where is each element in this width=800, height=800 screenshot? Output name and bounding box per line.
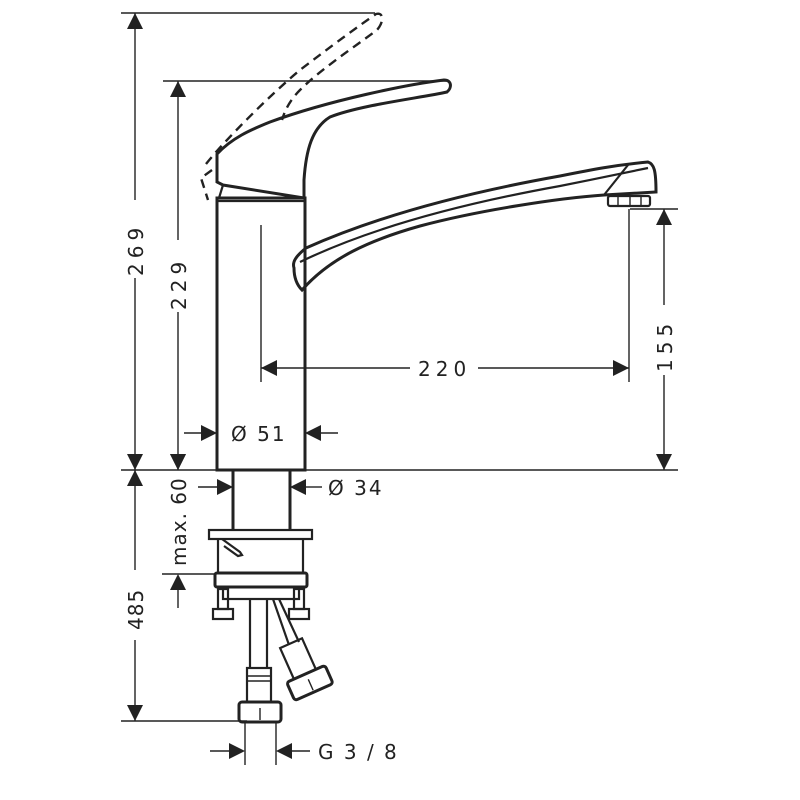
dim-diameter-51 (184, 425, 338, 441)
lever-handle (215, 78, 452, 200)
label-thread-g38: G 3 / 8 (318, 740, 399, 764)
label-220: 220 (418, 357, 471, 381)
label-485: 485 (124, 589, 148, 630)
label-155: 155 (653, 319, 677, 372)
dim-155 (656, 209, 672, 470)
spout-tip-edge (603, 164, 629, 196)
dim-thread-g38 (210, 722, 310, 765)
aerator (606, 194, 652, 208)
label-229: 229 (167, 257, 191, 310)
dim-max-60 (170, 454, 186, 608)
dim-269 (127, 13, 143, 470)
spout (292, 160, 658, 293)
handle-base-line (217, 184, 225, 199)
label-269: 269 (124, 223, 148, 276)
label-diameter-51: Ø 51 (231, 422, 287, 446)
dim-485 (127, 470, 143, 721)
mounting-shank (207, 470, 314, 621)
label-diameter-34: Ø 34 (328, 476, 384, 500)
label-max-60: max. 60 (167, 477, 191, 566)
lever-handle-raised-outline (199, 12, 384, 201)
supply-hoses (237, 598, 334, 724)
dim-diameter-34 (198, 479, 322, 495)
dim-220 (260, 209, 630, 382)
spout-highlight (299, 166, 649, 263)
